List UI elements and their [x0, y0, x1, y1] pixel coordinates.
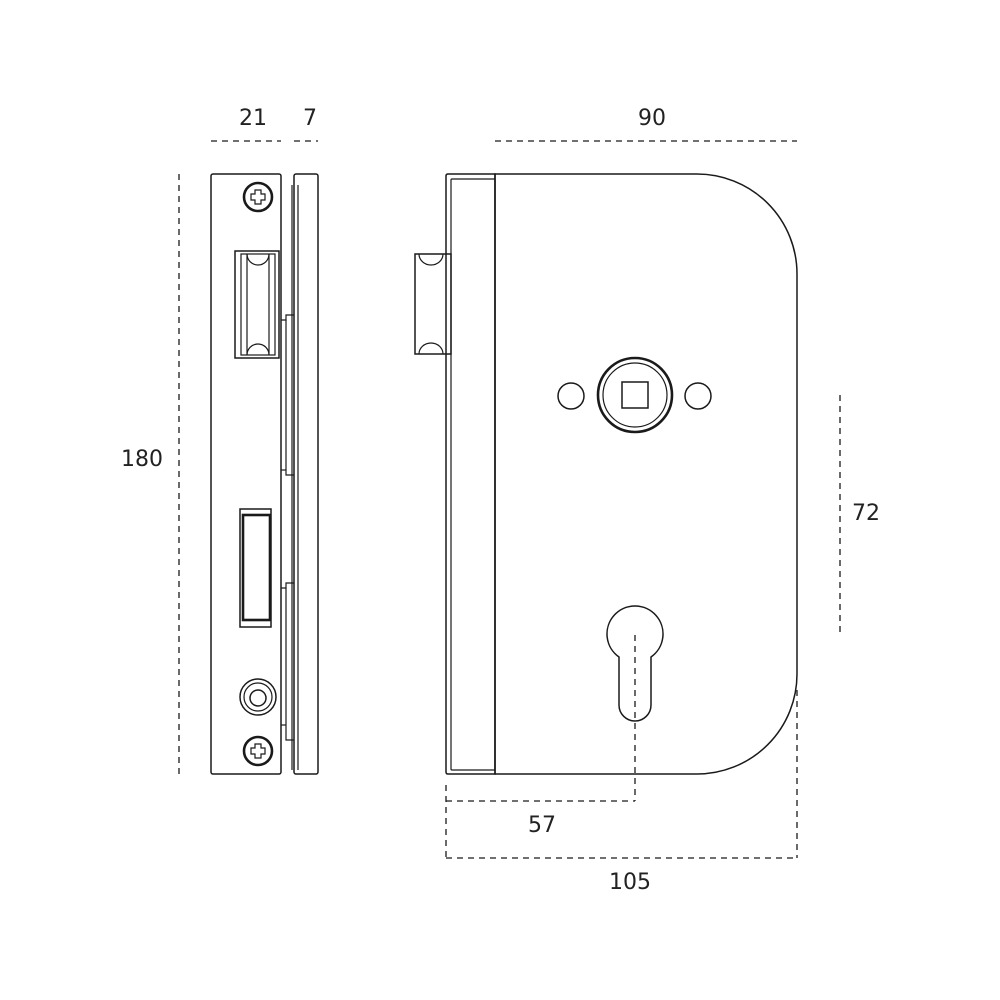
back-plate	[445, 173, 496, 775]
lock-case	[494, 173, 798, 775]
body-step-lower	[281, 582, 294, 589]
fixing-hole-left	[557, 382, 585, 410]
cylinder-hole-icon	[239, 678, 277, 716]
dimension-labels: 21 7 180 90 72 57 105	[121, 106, 880, 895]
top-screw-icon	[242, 181, 274, 213]
side-view	[210, 173, 319, 775]
faceplate	[210, 173, 282, 775]
fixing-hole-right	[684, 382, 712, 410]
spindle-follower-icon	[596, 356, 674, 434]
dim-label-7: 7	[303, 106, 317, 131]
deadbolt-opening	[239, 508, 272, 628]
dim-label-180: 180	[121, 447, 163, 472]
latch-opening	[234, 250, 280, 359]
keyhole-icon	[606, 605, 664, 722]
latch-bolt	[414, 253, 452, 355]
forend-strip	[293, 173, 319, 775]
bottom-screw-icon	[242, 735, 274, 767]
dim-label-105: 105	[609, 870, 651, 895]
dim-label-90: 90	[638, 106, 666, 131]
dim-label-21: 21	[239, 106, 267, 131]
front-view	[414, 173, 798, 775]
dim-label-72: 72	[852, 501, 880, 526]
body-step-upper	[281, 314, 294, 321]
dim-label-57: 57	[528, 813, 556, 838]
dimension-lines	[178, 140, 841, 859]
